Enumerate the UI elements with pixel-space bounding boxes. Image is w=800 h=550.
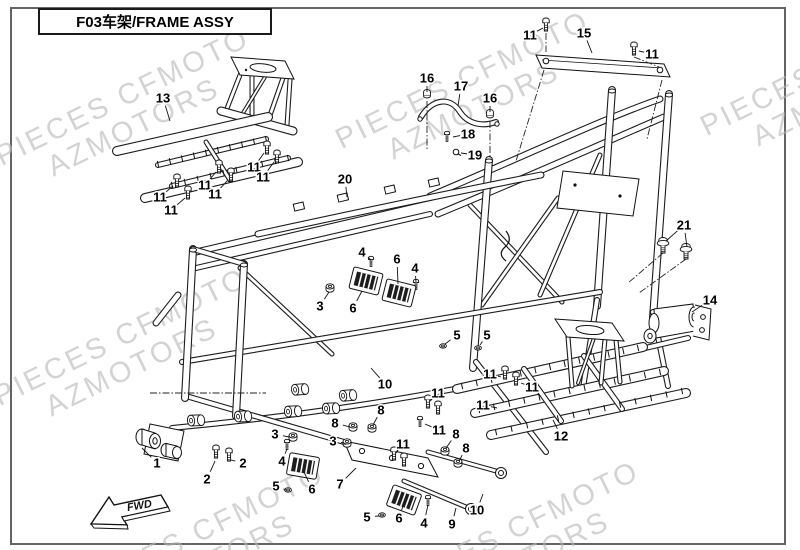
- wiring-squiggle: [500, 230, 510, 262]
- post-end-caps: [188, 88, 674, 268]
- callout-8[interactable]: 8: [330, 414, 340, 432]
- callout-17[interactable]: 17: [452, 77, 469, 95]
- callout-4[interactable]: 4: [419, 514, 430, 532]
- seat-stand-bracket: [230, 56, 295, 80]
- callout-11[interactable]: 11: [482, 365, 499, 383]
- callout-12[interactable]: 12: [552, 427, 569, 445]
- callout-8[interactable]: 8: [451, 425, 461, 443]
- callout-3[interactable]: 3: [328, 432, 338, 450]
- callout-6[interactable]: 6: [392, 250, 402, 268]
- callout-19[interactable]: 19: [466, 146, 483, 164]
- callout-2[interactable]: 2: [238, 454, 248, 472]
- callout-11[interactable]: 11: [152, 188, 169, 206]
- callout-15[interactable]: 15: [575, 24, 592, 42]
- callout-5[interactable]: 5: [482, 326, 492, 344]
- callout-11[interactable]: 11: [395, 435, 412, 453]
- diagram-title-box: F03车架/FRAME ASSY: [38, 8, 272, 35]
- callout-9[interactable]: 9: [447, 515, 457, 533]
- callout-7[interactable]: 7: [335, 475, 345, 493]
- bracket-comp-14: [643, 303, 712, 344]
- diagram-title: F03车架/FRAME ASSY: [76, 14, 234, 31]
- callout-14[interactable]: 14: [701, 291, 719, 309]
- callout-6[interactable]: 6: [348, 299, 358, 317]
- callout-4[interactable]: 4: [357, 243, 368, 261]
- callout-4[interactable]: 4: [410, 259, 421, 277]
- callout-6[interactable]: 6: [307, 480, 317, 498]
- callout-11[interactable]: 11: [524, 378, 541, 396]
- callout-5[interactable]: 5: [452, 326, 462, 344]
- lower-arm-7: [343, 440, 439, 478]
- callout-11[interactable]: 11: [163, 201, 180, 219]
- callout-4[interactable]: 4: [277, 452, 288, 470]
- side-plate: [556, 170, 640, 217]
- callout-3[interactable]: 3: [315, 297, 325, 315]
- callout-10[interactable]: 10: [376, 375, 393, 393]
- callout-11[interactable]: 11: [430, 384, 447, 402]
- callout-11[interactable]: 11: [431, 421, 448, 439]
- callout-11[interactable]: 11: [475, 396, 492, 414]
- callout-13[interactable]: 13: [154, 89, 171, 107]
- callout-16[interactable]: 16: [418, 69, 435, 87]
- drawing-border: [10, 7, 786, 545]
- callout-6[interactable]: 6: [394, 509, 404, 527]
- shock-rod-heads: [465, 467, 507, 515]
- callout-1[interactable]: 1: [152, 454, 162, 472]
- callout-16[interactable]: 16: [481, 89, 498, 107]
- callout-20[interactable]: 20: [336, 170, 353, 188]
- callout-21[interactable]: 21: [675, 216, 692, 234]
- front-mount-comp-1: [135, 423, 185, 462]
- callout-8[interactable]: 8: [461, 439, 471, 457]
- rear-stand-bracket: [554, 318, 625, 342]
- callout-11[interactable]: 11: [207, 185, 224, 203]
- bracket-17-tabs: [417, 116, 500, 127]
- frame-details: [135, 54, 712, 515]
- fwd-direction-arrow: FWD: [89, 494, 171, 530]
- callout-2[interactable]: 2: [202, 470, 212, 488]
- fwd-label: FWD: [126, 498, 153, 514]
- callout-3[interactable]: 3: [270, 425, 280, 443]
- alignment-dash-lines: [150, 33, 687, 394]
- callout-5[interactable]: 5: [362, 508, 372, 526]
- tube20-tabs: [292, 177, 441, 212]
- callout-11[interactable]: 11: [522, 26, 539, 44]
- callout-10[interactable]: 10: [468, 501, 485, 519]
- callout-5[interactable]: 5: [271, 477, 281, 495]
- cross-strap-15: [535, 54, 671, 78]
- callout-18[interactable]: 18: [459, 125, 476, 143]
- callout-11[interactable]: 11: [255, 168, 272, 186]
- callout-11[interactable]: 11: [644, 45, 661, 63]
- callout-11[interactable]: 11: [246, 158, 263, 176]
- callout-11[interactable]: 11: [197, 176, 214, 194]
- callout-8[interactable]: 8: [376, 401, 386, 419]
